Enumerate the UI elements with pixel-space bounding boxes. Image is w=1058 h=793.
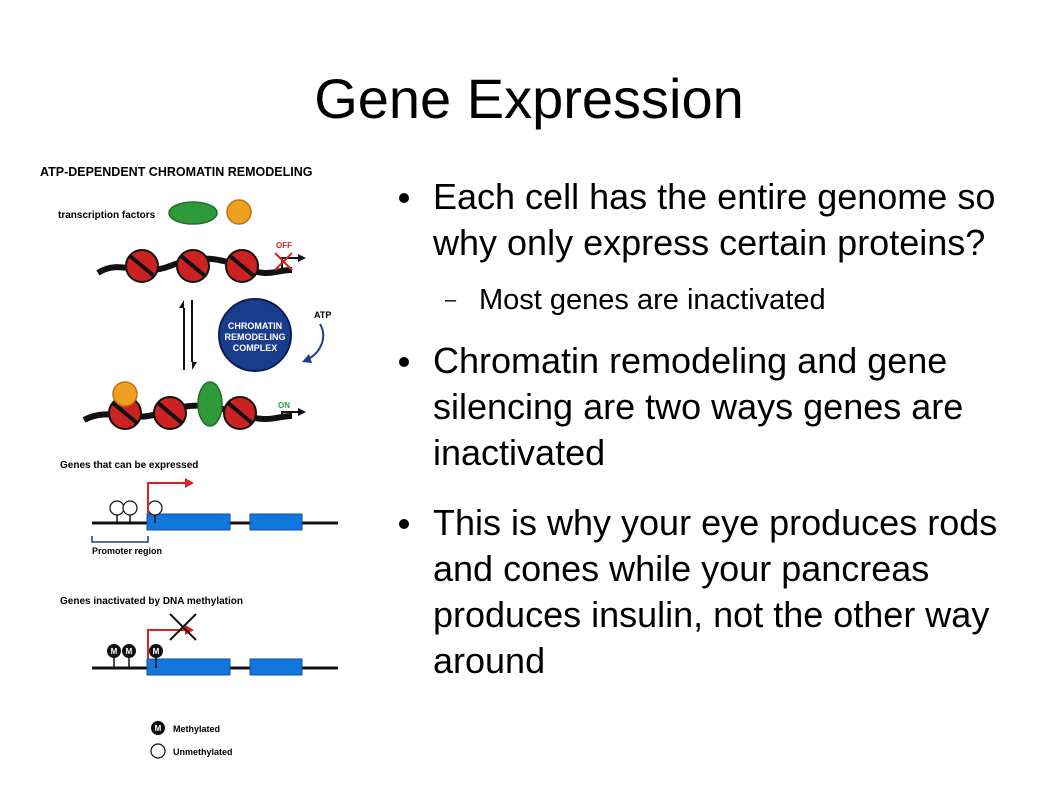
- blocked-promoter-arrow: [274, 252, 306, 271]
- bullet-dot-icon: [399, 357, 409, 367]
- methyl-label: Genes inactivated by DNA methylation: [60, 596, 243, 607]
- tf-label: transcription factors: [58, 210, 156, 221]
- bullet-2: Chromatin remodeling and gene silencing …: [395, 338, 1035, 476]
- legend-methylated-icon: [151, 721, 165, 735]
- tf-orange-shape: [226, 199, 252, 225]
- atp-label: ATP: [314, 310, 331, 320]
- bullet-1: Each cell has the entire genome so why o…: [395, 174, 1035, 266]
- chromatin-remodeling-figure: ATP-DEPENDENT CHROMATIN REMODELING trans…: [30, 158, 350, 768]
- on-label: ON: [278, 401, 290, 410]
- figure-header: ATP-DEPENDENT CHROMATIN REMODELING: [40, 165, 312, 179]
- promoter-label: Promoter region: [92, 546, 162, 556]
- sub-bullet-1: – Most genes are inactivated: [395, 282, 1035, 318]
- bullet-dot-icon: [399, 519, 409, 529]
- expressed-label: Genes that can be expressed: [60, 460, 198, 471]
- bullet-3: This is why your eye produces rods and c…: [395, 500, 1035, 684]
- complex-line1: CHROMATIN: [228, 321, 282, 331]
- methyl-mark-1: M: [111, 647, 118, 656]
- figure-graphic: ATP-DEPENDENT CHROMATIN REMODELING trans…: [40, 165, 338, 759]
- legend-unmethylated-icon: [150, 743, 166, 759]
- complex-line2: REMODELING: [224, 332, 285, 342]
- bullet-dot-icon: [399, 193, 409, 203]
- dash-icon: –: [445, 289, 457, 311]
- chromatin-on: [82, 381, 293, 430]
- expressed-gene: [91, 478, 338, 543]
- methyl-mark-3: M: [153, 647, 160, 656]
- complex-line3: COMPLEX: [233, 343, 278, 353]
- sub-bullet-1-text: Most genes are inactivated: [479, 284, 826, 316]
- off-label: OFF: [276, 241, 292, 250]
- legend-methylated: Methylated: [173, 724, 220, 734]
- bullet-1-text: Each cell has the entire genome so why o…: [433, 176, 996, 263]
- legend-unmethylated: Unmethylated: [173, 747, 233, 757]
- bullet-2-text: Chromatin remodeling and gene silencing …: [433, 340, 964, 473]
- equilibrium-arrows: [179, 300, 197, 370]
- methyl-mark-2: M: [126, 647, 133, 656]
- atp-arrowhead: [302, 354, 312, 363]
- chromatin-off: [96, 249, 293, 283]
- tf-green-shape: [168, 201, 218, 225]
- legend-methyl-mark: M: [155, 724, 162, 733]
- bullet-list: Each cell has the entire genome so why o…: [395, 174, 1035, 684]
- slide-title: Gene Expression: [314, 67, 744, 130]
- active-promoter-arrow: [281, 408, 306, 420]
- bullet-3-text: This is why your eye produces rods and c…: [433, 502, 998, 681]
- methylated-gene: [92, 613, 338, 676]
- remodeling-complex-shape: [218, 298, 292, 372]
